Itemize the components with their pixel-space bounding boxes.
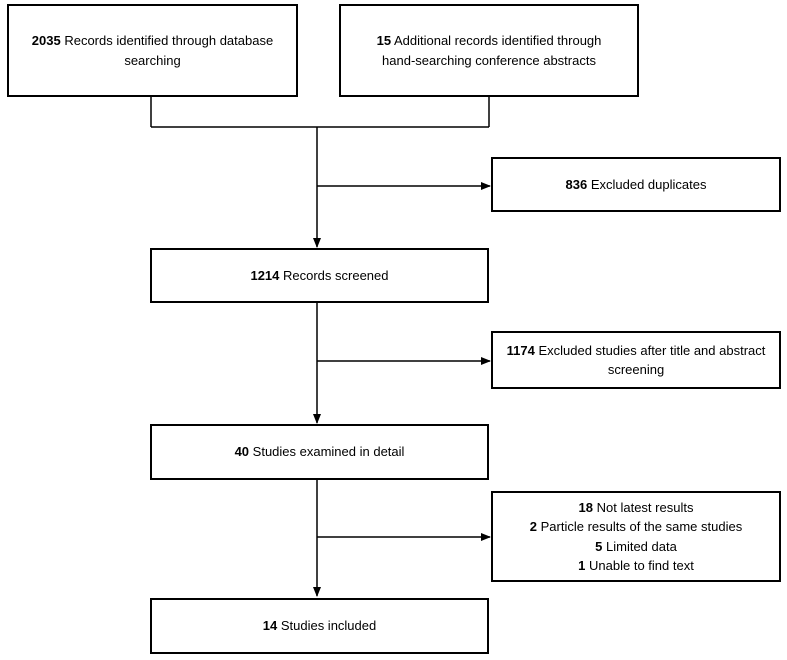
label-text: Not latest results bbox=[593, 499, 694, 515]
box-text-line: 18 Not latest results bbox=[579, 498, 694, 518]
label-text: hand-searching conference abstracts bbox=[382, 52, 596, 68]
count-value: 18 bbox=[578, 499, 594, 515]
label-text: Excluded duplicates bbox=[587, 176, 707, 192]
label-text: searching bbox=[124, 52, 181, 68]
box-text-line: searching bbox=[124, 51, 180, 71]
box-text-line: 1 Unable to find text bbox=[578, 556, 694, 576]
count-value: 15 bbox=[376, 33, 392, 48]
records-database-box: 2035 Records identified through database… bbox=[7, 4, 298, 97]
count-value: 14 bbox=[262, 618, 278, 634]
count-value: 1214 bbox=[250, 267, 280, 283]
label-text: Unable to find text bbox=[585, 558, 694, 573]
count-value: 836 bbox=[565, 176, 588, 192]
box-text-line: 40 Studies examined in detail bbox=[235, 442, 405, 462]
count-value: 2035 bbox=[31, 33, 61, 48]
box-text-line: 1214 Records screened bbox=[250, 266, 388, 286]
count-value: 40 bbox=[234, 444, 250, 460]
label-text: Limited data bbox=[602, 538, 677, 554]
box-text-line: 836 Excluded duplicates bbox=[566, 175, 707, 195]
count-value: 1 bbox=[578, 558, 586, 573]
label-text: Records screened bbox=[279, 267, 389, 283]
label-text: Additional records identified through bbox=[391, 33, 602, 48]
box-text-line: screening bbox=[608, 360, 664, 380]
box-text-line: 1174 Excluded studies after title and ab… bbox=[507, 341, 766, 361]
label-text: Records identified through database bbox=[60, 33, 274, 48]
records-handsearch-box: 15 Additional records identified through… bbox=[339, 4, 639, 97]
records-screened-box: 1214 Records screened bbox=[150, 248, 489, 303]
excluded-title-abstract-box: 1174 Excluded studies after title and ab… bbox=[491, 331, 781, 389]
count-value: 2 bbox=[529, 519, 538, 534]
excluded-duplicates-box: 836 Excluded duplicates bbox=[491, 157, 781, 212]
box-text-line: 15 Additional records identified through bbox=[377, 31, 602, 51]
studies-examined-box: 40 Studies examined in detail bbox=[150, 424, 489, 480]
box-text-line: hand-searching conference abstracts bbox=[382, 51, 596, 71]
box-text-line: 14 Studies included bbox=[263, 616, 376, 636]
label-text: Studies included bbox=[277, 618, 377, 634]
label-text: Studies examined in detail bbox=[249, 444, 405, 460]
studies-included-box: 14 Studies included bbox=[150, 598, 489, 654]
box-text-line: 2035 Records identified through database bbox=[32, 31, 273, 51]
count-value: 5 bbox=[595, 538, 603, 554]
box-text-line: 5 Limited data bbox=[595, 537, 677, 557]
box-text-line: 2 Particle results of the same studies bbox=[530, 517, 742, 537]
label-text: Excluded studies after title and abstrac… bbox=[534, 342, 766, 358]
label-text: Particle results of the same studies bbox=[537, 519, 743, 534]
label-text: screening bbox=[607, 362, 665, 377]
count-value: 1174 bbox=[506, 342, 535, 358]
